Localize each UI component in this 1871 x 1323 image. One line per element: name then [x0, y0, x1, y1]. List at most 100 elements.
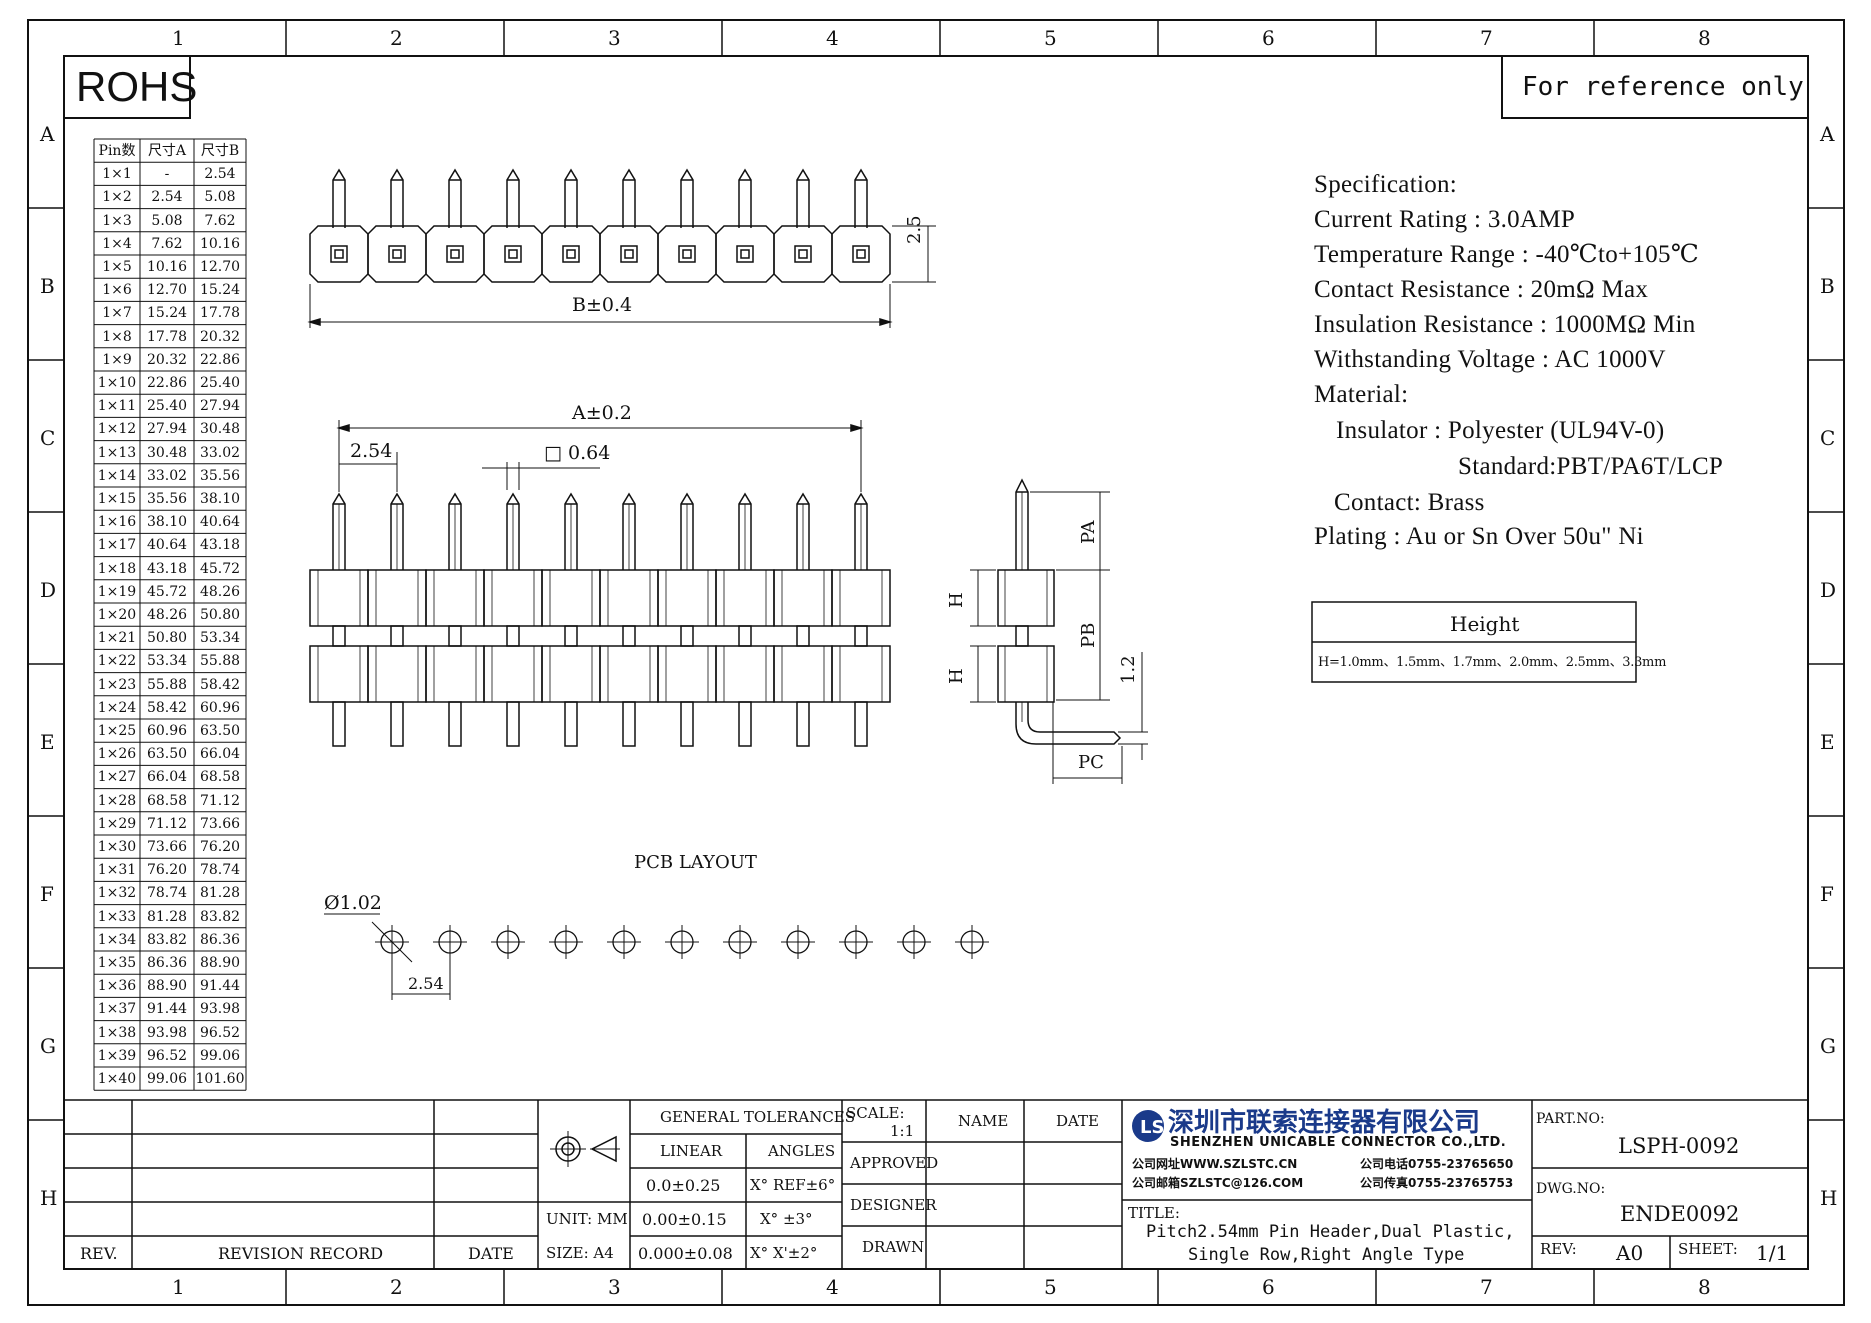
pin-table-cell: 1×10	[97, 375, 137, 391]
height-box-title: Height	[1450, 612, 1520, 636]
col-label: 6	[1262, 26, 1275, 50]
spec-line: Contact Resistance : 20mΩ Max	[1314, 276, 1649, 303]
col-label: 1	[172, 1275, 185, 1299]
pin-table-cell: 20.32	[199, 328, 241, 345]
pin-table-cell: 1×29	[97, 815, 137, 832]
pin-table-cell: 91.44	[146, 1001, 188, 1018]
front-housing	[367, 569, 427, 627]
pin-table-cell: 1×36	[97, 978, 137, 995]
spec-contact: Contact: Brass	[1334, 489, 1485, 516]
pin-table-cell: 48.26	[146, 607, 188, 623]
tb-rev-value: A0	[1616, 1241, 1644, 1265]
top-pin-square	[330, 245, 348, 263]
col-label: 2	[390, 1275, 403, 1299]
pin-table-cell: 1×35	[97, 955, 137, 971]
top-pin-square	[620, 245, 638, 263]
front-pin	[506, 492, 520, 570]
front-housing	[657, 645, 717, 703]
top-pin	[680, 168, 694, 228]
top-pin-square	[504, 245, 522, 263]
front-view	[309, 420, 891, 747]
pin-table-cell: 1×19	[97, 583, 137, 600]
pin-table-cell: 22.86	[146, 375, 188, 391]
row-label: B	[1820, 274, 1835, 298]
front-housing	[309, 645, 369, 703]
pin-table-cell: 40.64	[146, 537, 188, 554]
top-view	[307, 168, 936, 328]
tb-name: NAME	[958, 1112, 1009, 1130]
pin-table-cell: 1×25	[97, 723, 137, 739]
front-pin-tail	[622, 701, 636, 747]
top-pin-square	[446, 245, 464, 263]
pin-table-cell: 55.88	[146, 676, 188, 693]
top-housing	[309, 225, 369, 283]
row-label: G	[40, 1034, 56, 1058]
pin-table-cell: 1×4	[102, 235, 132, 252]
pin-table-cell: 1×8	[102, 328, 132, 345]
pin-table-cell: 1×31	[97, 862, 137, 879]
pin-table-cell: 1×18	[97, 560, 137, 577]
pin-table-cell: 50.80	[146, 630, 188, 647]
top-housing	[367, 225, 427, 283]
pin-table-cell: 1×34	[97, 931, 137, 948]
spec-line: Temperature Range : -40℃to+105℃	[1314, 241, 1700, 268]
tb-date: DATE	[468, 1244, 514, 1263]
pin-table-cell: 1×9	[102, 351, 132, 368]
pin-table-cell: 10.16	[199, 235, 241, 252]
tb-sheet-label: SHEET:	[1678, 1240, 1738, 1258]
pin-table-cell: 88.90	[146, 978, 188, 995]
front-housing	[599, 569, 659, 627]
tb-sheet-value: 1/1	[1756, 1241, 1789, 1265]
top-housing	[599, 225, 659, 283]
pin-table-cell: 45.72	[146, 583, 188, 600]
pin-table-cell: 1×23	[97, 676, 137, 693]
tb-revision-record: REVISION RECORD	[218, 1244, 384, 1263]
pin-table-cell: 30.48	[199, 421, 241, 438]
pin-table-cell: 33.02	[199, 444, 241, 461]
h-label-bottom: H	[946, 668, 967, 684]
pin-table-cell: 1×37	[97, 1001, 137, 1018]
pin-table-cell: 76.20	[199, 839, 241, 855]
front-pin	[332, 492, 346, 570]
tb-part-no-label: PART.NO:	[1536, 1111, 1605, 1127]
pin-table-cell: 81.28	[146, 908, 188, 925]
col-label: 5	[1044, 1275, 1057, 1299]
tb-tol-linear: 0.000±0.08	[638, 1244, 733, 1263]
front-housing	[831, 645, 891, 703]
tb-tol-linear: 0.00±0.15	[642, 1210, 727, 1229]
pin-table-cell: 99.06	[199, 1047, 241, 1064]
top-housing	[657, 225, 717, 283]
front-housing	[425, 645, 485, 703]
pin-table-cell: 101.60	[195, 1071, 245, 1087]
pin-table-cell: 2.54	[151, 189, 183, 206]
pin-table-cell: 73.66	[199, 815, 241, 832]
svg-text:LS: LS	[1140, 1117, 1164, 1138]
pin-table-cell: 35.56	[199, 467, 241, 484]
pin-table-cell: 1×27	[97, 769, 137, 786]
pin-table-cell: 25.40	[199, 375, 241, 391]
row-label: D	[40, 578, 57, 602]
top-housing	[715, 225, 775, 283]
row-label: F	[1820, 882, 1834, 906]
col-label: 7	[1480, 1275, 1493, 1299]
spec-insulator: Insulator : Polyester (UL94V-0)	[1336, 417, 1665, 444]
pin-table-cell: 83.82	[146, 931, 188, 948]
col-label: 3	[608, 1275, 621, 1299]
rohs-label: ROHS	[76, 63, 198, 110]
pin-table-cell: 1×1	[102, 166, 132, 183]
pin-table-cell: 1×30	[97, 839, 137, 855]
spec-standard: Standard:PBT/PA6T/LCP	[1458, 453, 1724, 480]
pin-table-header: Pin数	[98, 143, 136, 159]
front-housing	[715, 645, 775, 703]
top-pin	[796, 168, 810, 228]
projection-symbol-icon	[550, 1131, 620, 1167]
tb-title-line2: Single Row,Right Angle Type	[1188, 1245, 1465, 1265]
top-pin	[506, 168, 520, 228]
tb-angles: ANGLES	[768, 1142, 836, 1160]
front-housing	[657, 569, 717, 627]
front-housing	[541, 569, 601, 627]
row-label: A	[1820, 122, 1835, 146]
pin-table-cell: 1×7	[102, 305, 132, 322]
tb-tol-linear: 0.0±0.25	[646, 1176, 721, 1195]
pcb-layout-title: PCB LAYOUT	[634, 852, 757, 873]
